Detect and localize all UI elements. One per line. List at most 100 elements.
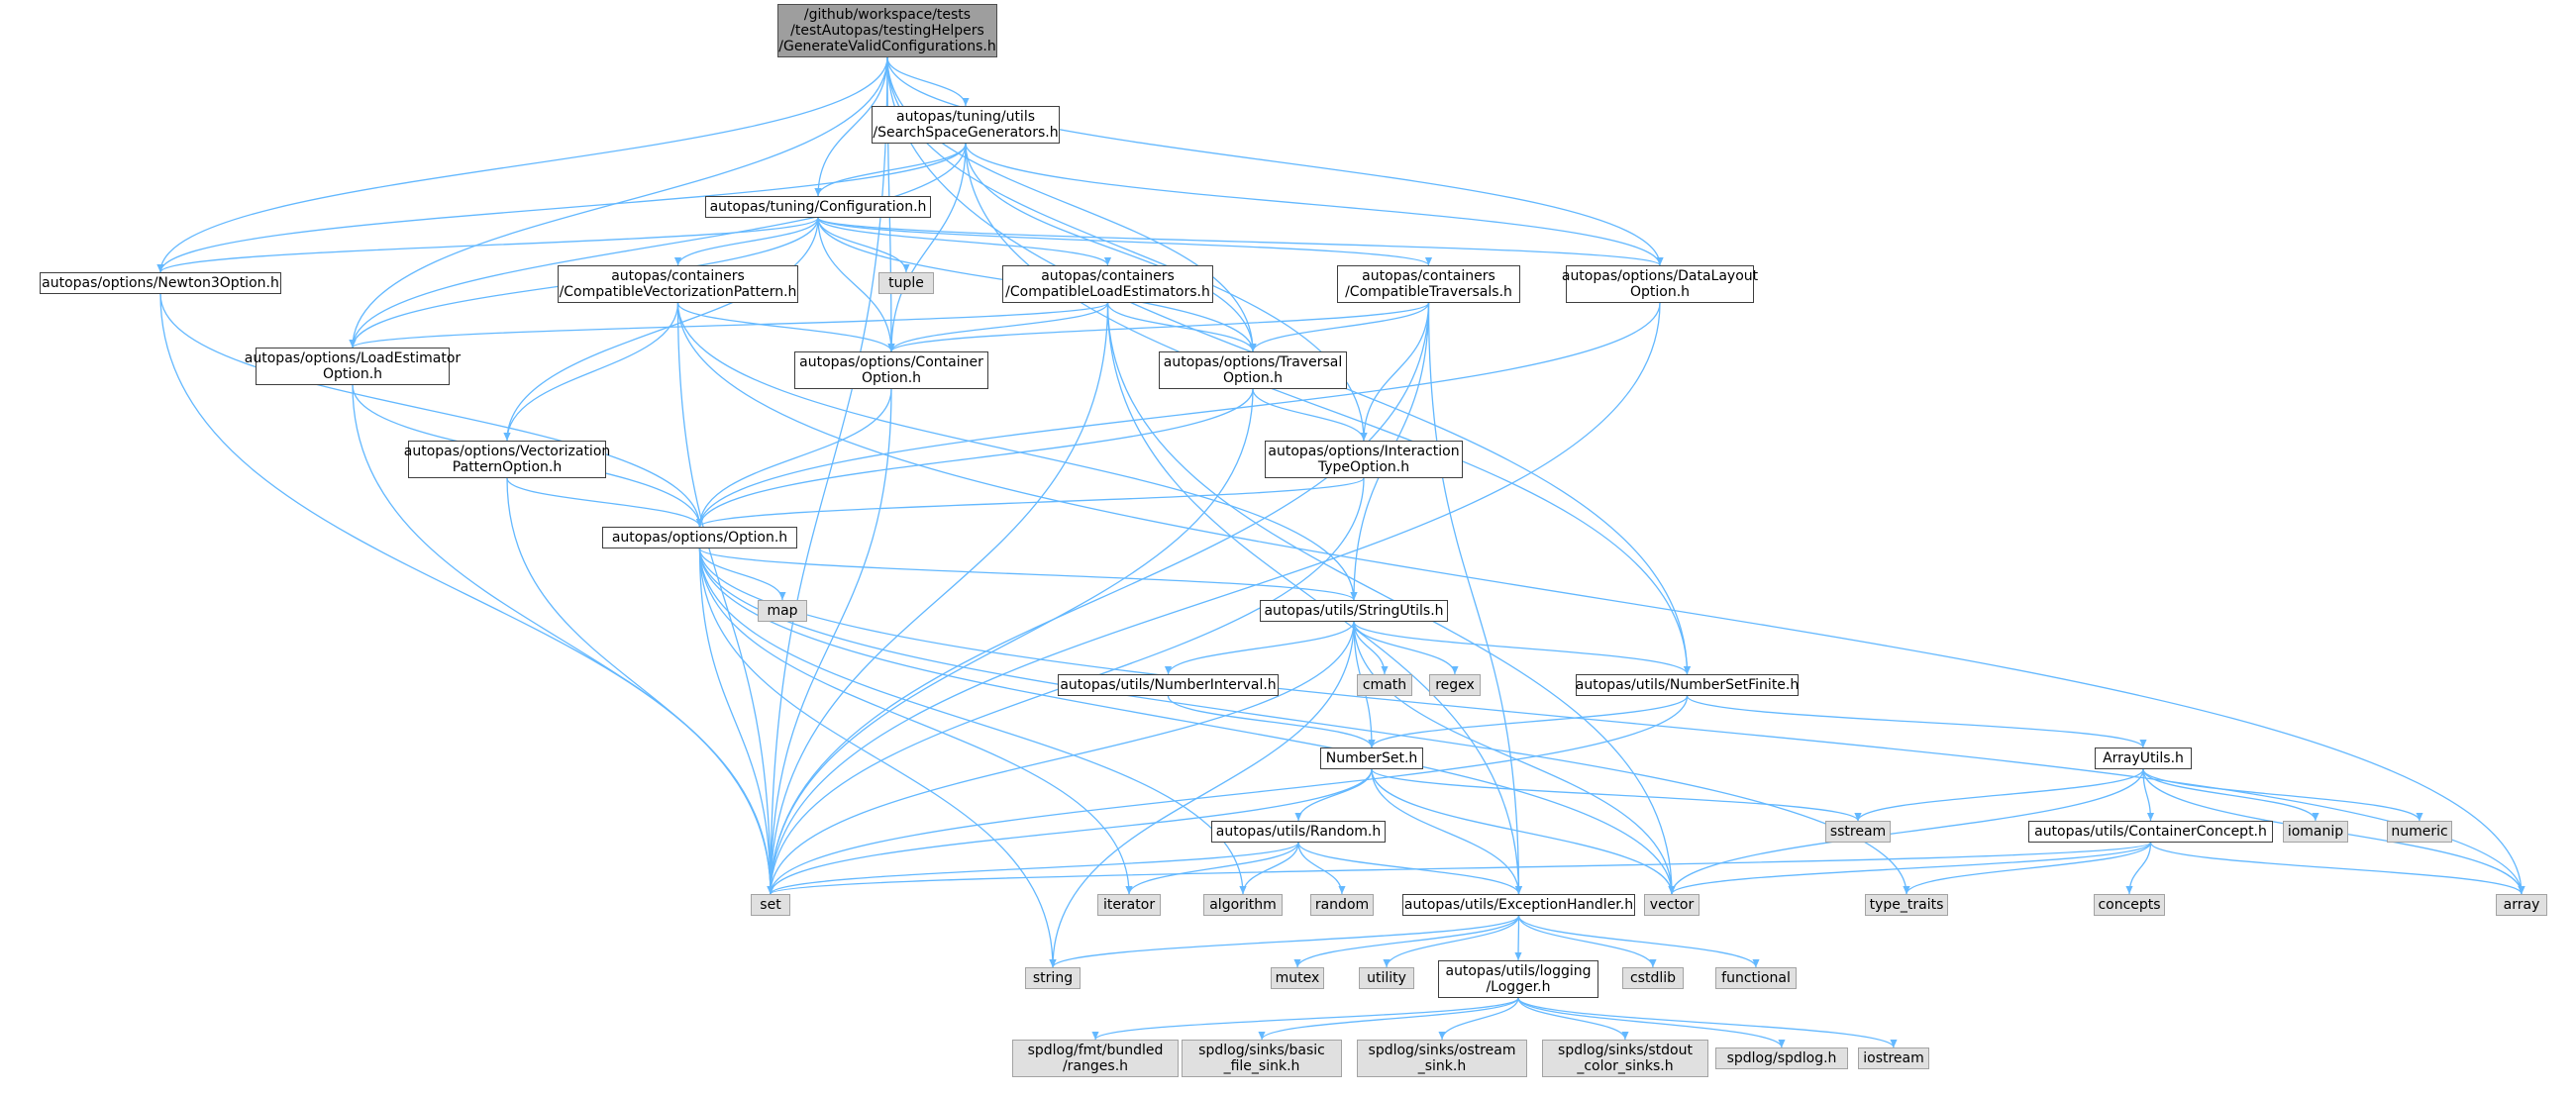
node-data-layout-option[interactable]: autopas/options/DataLayout Option.h	[1562, 265, 1758, 303]
include-edge	[676, 302, 774, 895]
node-iterator: iterator	[1097, 894, 1161, 916]
include-edge	[814, 56, 888, 197]
node-traversal-option[interactable]: autopas/options/Traversal Option.h	[1159, 351, 1347, 389]
node-vectorization-pattern-option[interactable]: autopas/options/Vectorization PatternOpt…	[404, 441, 610, 478]
include-edge	[1293, 915, 1520, 968]
node-newton3-option[interactable]: autopas/options/Newton3Option.h	[40, 272, 281, 294]
include-edge	[676, 302, 2525, 895]
include-edge	[767, 621, 1355, 895]
node-container-option[interactable]: autopas/options/Container Option.h	[794, 351, 988, 389]
node-algorithm: algorithm	[1203, 894, 1283, 916]
node-configuration[interactable]: autopas/tuning/Configuration.h	[705, 196, 931, 218]
include-edge	[886, 56, 970, 107]
node-array: array	[2496, 894, 2547, 916]
include-edge	[886, 56, 1664, 266]
include-edge	[767, 388, 1254, 895]
include-edge	[1668, 842, 2152, 895]
node-iomanip: iomanip	[2283, 821, 2348, 843]
include-edge	[698, 548, 774, 895]
include-edge	[698, 548, 1057, 968]
include-edge	[1106, 302, 1257, 352]
include-edge	[1438, 997, 1519, 1041]
include-edge	[1353, 621, 1676, 895]
node-spdlog-ostream-sink: spdlog/sinks/ostream _sink.h	[1357, 1040, 1527, 1077]
node-interaction-type-option[interactable]: autopas/options/Interaction TypeOption.h	[1265, 441, 1463, 478]
include-edge	[506, 477, 774, 895]
include-edge	[1517, 997, 1786, 1048]
node-number-interval[interactable]: autopas/utils/NumberInterval.h	[1058, 674, 1279, 696]
node-compatible-traversals[interactable]: autopas/containers /CompatibleTraversals…	[1337, 265, 1520, 303]
include-edge	[1249, 302, 1430, 352]
include-edge	[886, 56, 1257, 352]
include-edge	[698, 548, 1358, 601]
node-cmath: cmath	[1357, 674, 1412, 696]
node-set: set	[751, 894, 790, 916]
include-edge	[817, 217, 1432, 266]
node-compatible-load-estimators[interactable]: autopas/containers /CompatibleLoadEstima…	[1002, 265, 1213, 303]
include-edge	[1106, 302, 1523, 895]
include-edge	[1353, 621, 1692, 675]
include-edge	[1371, 768, 1862, 822]
include-edge	[817, 217, 895, 352]
include-edge	[1167, 695, 1376, 748]
include-edge	[1686, 695, 2147, 748]
include-edge	[503, 302, 679, 442]
node-spdlog: spdlog/spdlog.h	[1715, 1047, 1848, 1069]
include-edge	[817, 217, 1664, 266]
include-edge	[159, 293, 704, 528]
include-edge	[767, 388, 892, 895]
include-edge	[1258, 997, 1519, 1041]
node-option[interactable]: autopas/options/Option.h	[602, 527, 797, 548]
include-edge	[887, 302, 1430, 352]
include-edge	[503, 217, 819, 442]
include-edge	[767, 302, 1661, 895]
node-compatible-vectorization-pattern[interactable]: autopas/containers /CompatibleVectorizat…	[558, 265, 798, 303]
include-edge	[1368, 695, 1689, 748]
include-edge	[1854, 768, 2144, 822]
node-iostream: iostream	[1858, 1047, 1929, 1069]
node-number-set-finite[interactable]: autopas/utils/NumberSetFinite.h	[1576, 674, 1799, 696]
include-edge	[1668, 768, 2144, 895]
include-edge	[1294, 768, 1373, 822]
node-map: map	[758, 600, 807, 622]
include-edge	[817, 217, 1112, 266]
node-array-utils[interactable]: ArrayUtils.h	[2095, 747, 2192, 769]
node-container-concept[interactable]: autopas/utils/ContainerConcept.h	[2028, 821, 2273, 843]
include-edge	[965, 143, 1664, 266]
include-edge	[156, 56, 888, 273]
node-exception-handler[interactable]: autopas/utils/ExceptionHandler.h	[1402, 894, 1635, 916]
node-random: random	[1310, 894, 1374, 916]
node-type-traits: type_traits	[1865, 894, 1948, 916]
node-logger[interactable]: autopas/utils/logging /Logger.h	[1438, 960, 1598, 998]
include-edge	[814, 143, 967, 197]
include-edge	[1427, 302, 1523, 895]
node-string-utils[interactable]: autopas/utils/StringUtils.h	[1260, 600, 1448, 622]
include-edge	[676, 302, 895, 352]
include-edge	[965, 143, 1257, 352]
node-spdlog-ranges: spdlog/fmt/bundled /ranges.h	[1012, 1040, 1179, 1077]
include-edge	[159, 293, 774, 895]
include-edge	[1106, 302, 1676, 895]
include-edge	[1371, 768, 1523, 895]
include-edge	[1252, 388, 1368, 442]
node-mutex: mutex	[1271, 967, 1324, 989]
node-cstdlib: cstdlib	[1622, 967, 1684, 989]
include-edge	[767, 302, 1430, 895]
include-edge	[673, 217, 819, 266]
include-edge	[1049, 915, 1520, 968]
node-number-set[interactable]: NumberSet.h	[1320, 747, 1423, 769]
include-edge	[1903, 842, 2152, 895]
node-random-utils[interactable]: autopas/utils/Random.h	[1211, 821, 1386, 843]
include-edge	[887, 302, 1109, 352]
node-search-space-generators[interactable]: autopas/tuning/utils /SearchSpaceGenerat…	[872, 106, 1060, 144]
node-load-estimator-option[interactable]: autopas/options/LoadEstimator Option.h	[245, 348, 461, 385]
include-edge	[696, 477, 1365, 528]
include-edge	[767, 842, 1299, 895]
node-sstream: sstream	[1825, 821, 1891, 843]
include-edge	[695, 302, 1661, 528]
include-edge	[506, 477, 704, 528]
include-edge	[695, 388, 892, 528]
node-generate-valid-configurations: /github/workspace/tests /testAutopas/tes…	[777, 4, 997, 57]
